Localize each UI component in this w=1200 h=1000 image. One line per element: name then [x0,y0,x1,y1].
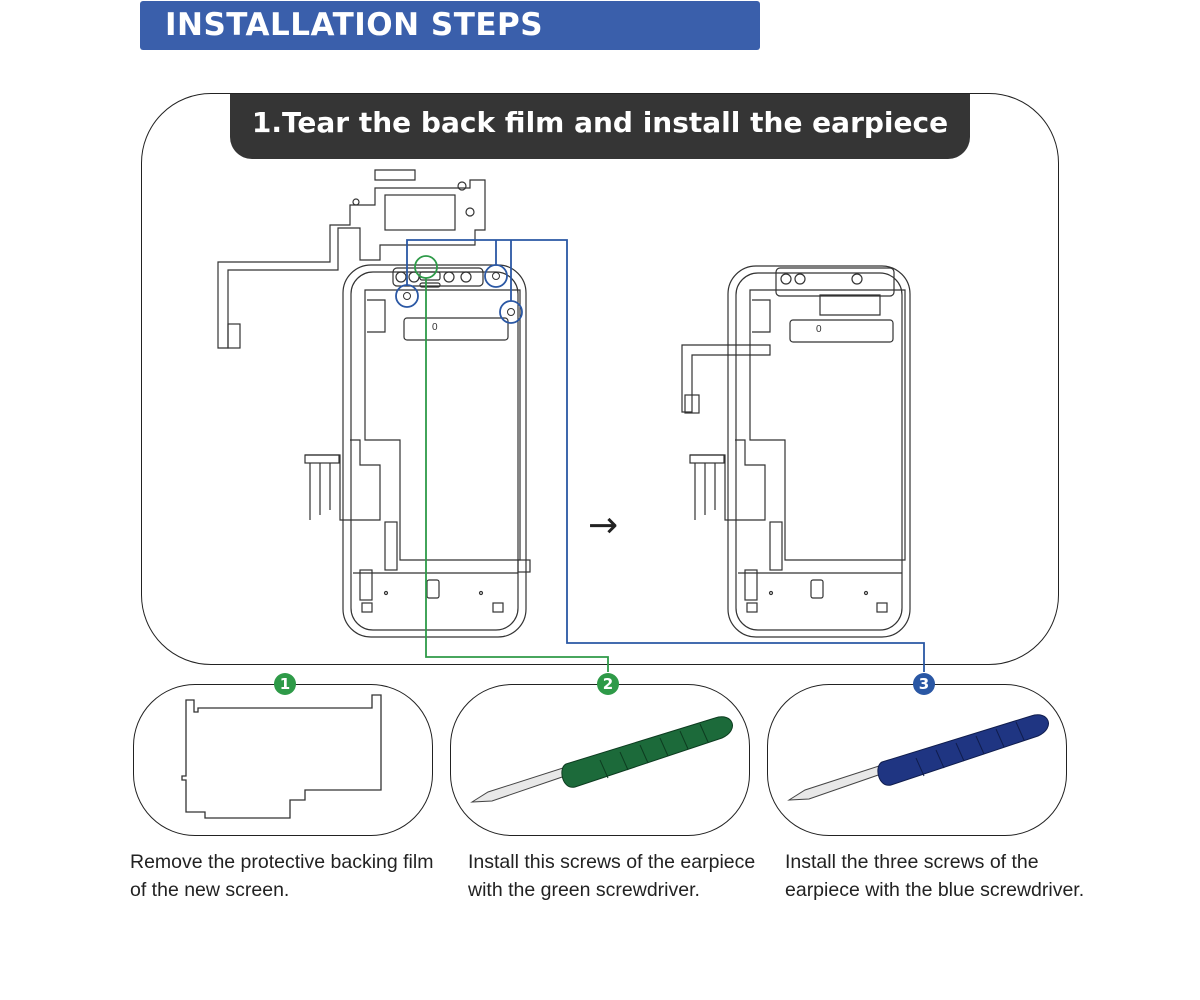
green-screwdriver-icon [470,716,733,803]
backing-film-icon [181,694,382,819]
phone-after [681,265,911,638]
substep-3-badge: 3 [913,673,935,695]
substep-2-caption: Install this screws of the earpiece with… [468,848,755,904]
header-banner: INSTALLATION STEPS [140,1,760,50]
substep-1-badge: 1 [274,673,296,695]
substep-2-caption-line2: with the green screwdriver. [468,879,700,901]
main-step-panel [141,93,1059,665]
step-title: 1.Tear the back film and install the ear… [251,106,949,139]
substep-1-caption-line1: Remove the protective backing film [130,851,434,873]
substep-3-caption: Install the three screws of the earpiece… [785,848,1084,904]
header-title: INSTALLATION STEPS [165,7,544,43]
substep-2-badge: 2 [597,673,619,695]
phone-before [217,169,531,638]
arrow-icon: → [588,505,619,546]
substep-2-caption-line1: Install this screws of the earpiece [468,851,756,873]
phone-after-label: 0 [816,324,822,335]
substep-3-caption-line1: Install the three screws of the [785,851,1039,873]
substep-1-caption: Remove the protective backing film of th… [130,848,433,904]
substep-1-caption-line2: of the new screen. [130,879,290,901]
substep-3-caption-line2: earpiece with the blue screwdriver. [785,879,1085,901]
substep-1-panel [133,684,433,836]
screw-heads [403,272,515,316]
blue-screws-callout [395,239,925,672]
phone-before-label: 0 [432,322,438,333]
green-screw-callout [414,255,609,672]
step-title-tab: 1.Tear the back film and install the ear… [230,94,970,159]
blue-screwdriver-icon [787,714,1049,801]
